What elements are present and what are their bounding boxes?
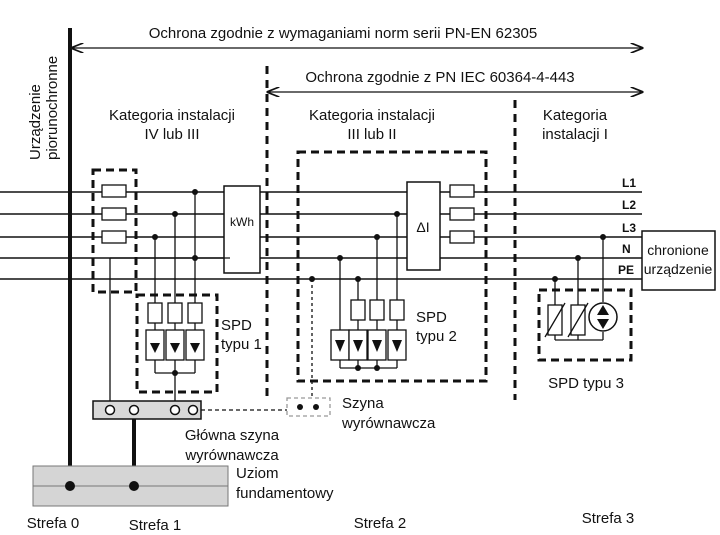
spd-type2-label-line1: SPD	[416, 309, 447, 326]
spd-type1-arrows	[150, 343, 200, 353]
conductor-label-l2: L2	[622, 198, 636, 212]
conductor-label-n: N	[622, 242, 631, 256]
spd-type1-elements	[145, 302, 205, 373]
spd-type2-elements	[330, 299, 407, 368]
fuse-2-l2	[449, 207, 475, 221]
spd-type1-label-line1: SPD	[221, 317, 252, 334]
category-i-line1: Kategoria	[543, 107, 608, 124]
protected-device-label-line1: chronione	[647, 242, 709, 258]
busbar-terminal	[297, 404, 303, 410]
protection-60364-label: Ochrona zgodnie z PN IEC 60364-4-443	[305, 69, 574, 86]
protected-device	[641, 230, 716, 291]
spd-type1-dots	[152, 189, 198, 376]
main-busbar-label-line1: Główna szyna	[185, 427, 280, 444]
svg-text:piorunochronne: piorunochronne	[44, 56, 61, 160]
rcd-label: ΔI	[416, 219, 429, 235]
category-iii-ii-line2: III lub II	[347, 126, 396, 143]
fuse-l1	[101, 184, 127, 198]
rcd-device	[406, 181, 441, 271]
conductor-label-l1: L1	[622, 176, 636, 190]
spd-type1-wiring	[109, 192, 230, 402]
protection-62305-label: Ochrona zgodnie z wymaganiami norm serii…	[149, 25, 538, 42]
fuse-2-l3	[449, 230, 475, 244]
kwh-meter-label: kWh	[230, 215, 254, 229]
spd-type3-suppressor-arrow-up	[597, 305, 609, 315]
spd-type1-label-line2: typu 1	[221, 336, 262, 353]
local-busbar-label-line2: wyrównawcza	[341, 415, 436, 432]
category-iii-ii-line1: Kategoria instalacji	[309, 107, 435, 124]
local-equipotential-busbar	[286, 397, 331, 417]
lightning-device-label: Urządzenie piorunochronne	[27, 56, 61, 160]
main-busbar-terminals	[104, 404, 199, 416]
spd-type1-box	[135, 293, 219, 394]
category-iv-iii-line2: IV lub III	[144, 126, 199, 143]
main-busbar-label-line2: wyrównawcza	[184, 447, 279, 464]
zone-label-2: Strefa 2	[354, 515, 407, 532]
conductor-label-l3: L3	[622, 221, 636, 235]
earth-junction-busbar	[129, 481, 139, 491]
category-i-line2: instalacji I	[542, 126, 608, 143]
earthing-label-line2: fundamentowy	[236, 485, 334, 502]
fuse-l3	[101, 230, 127, 244]
zone-label-1: Strefa 1	[129, 517, 182, 534]
earthing-label-line1: Uziom	[236, 465, 279, 482]
busbar-terminal	[313, 404, 319, 410]
spd-type3-label: SPD typu 3	[548, 375, 624, 392]
zone-label-3: Strefa 3	[582, 510, 635, 527]
spd-type3-box	[537, 288, 633, 362]
spd-type3-dots	[552, 234, 606, 282]
spd-type3-varistors	[544, 302, 589, 338]
fuse-2-l1	[449, 184, 475, 198]
category-iv-iii-line1: Kategoria instalacji	[109, 107, 235, 124]
conductor-label-pe: PE	[618, 263, 634, 277]
spd-type2-label-line2: typu 2	[416, 328, 457, 345]
fuse-l2	[101, 207, 127, 221]
protected-device-label-line2: urządzenie	[644, 261, 713, 277]
spd-type3-suppressor	[588, 302, 618, 332]
spd-type2-box	[296, 150, 488, 383]
zone-label-0: Strefa 0	[27, 515, 80, 532]
earth-junction-lightning	[65, 481, 75, 491]
spd-type2-arrows	[335, 340, 402, 352]
kwh-meter	[223, 185, 261, 274]
main-fuses-box	[91, 168, 138, 294]
spd-type3-suppressor-arrow-down	[597, 319, 609, 329]
svg-text:Urządzenie: Urządzenie	[27, 84, 44, 160]
spd-type2-wiring	[311, 214, 398, 402]
local-busbar-label-line1: Szyna	[342, 395, 384, 412]
conductors	[0, 191, 642, 280]
